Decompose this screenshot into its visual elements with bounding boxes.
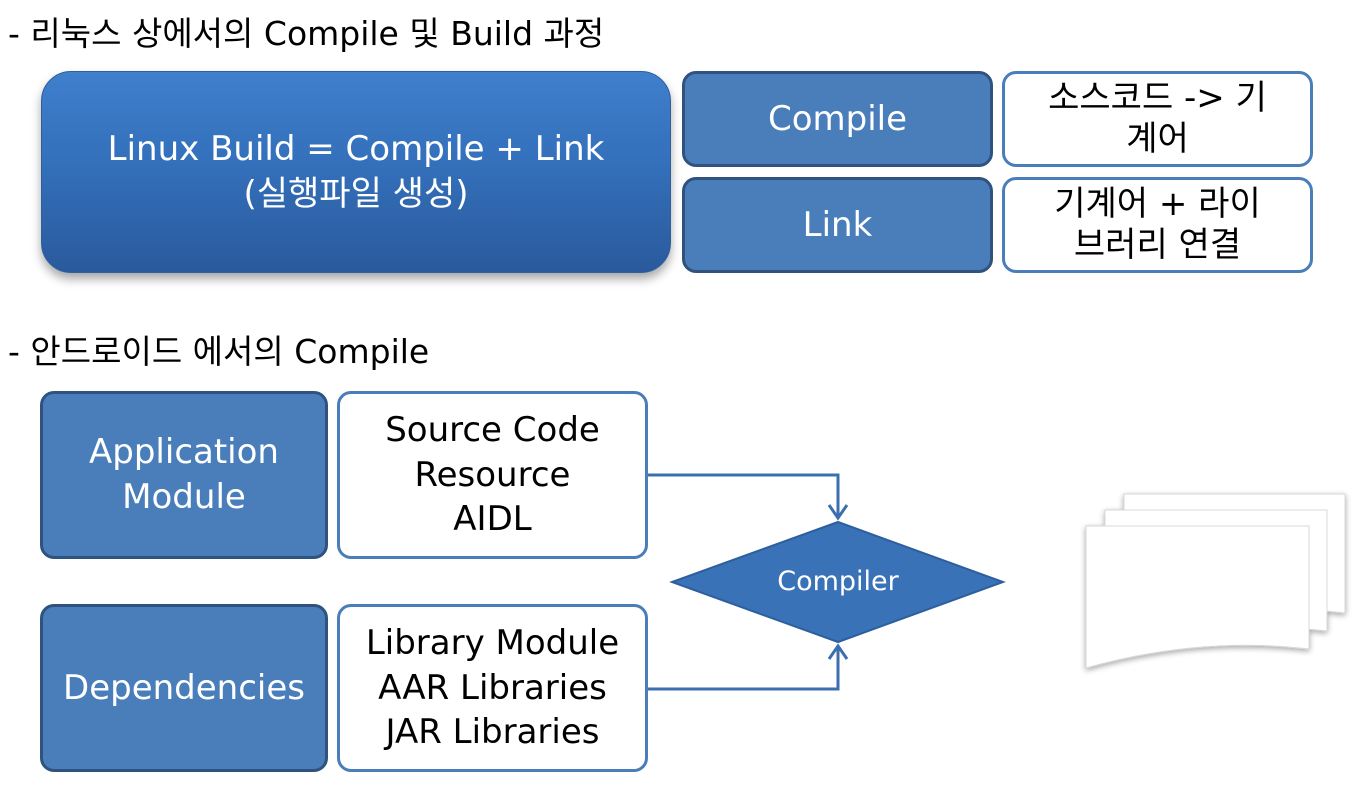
application-module-box: Application Module	[40, 391, 328, 559]
compile-description-line-1: 소스코드 -> 기	[1048, 78, 1267, 119]
linux-section-heading: - 리눅스 상에서의 Compile 및 Build 과정	[8, 14, 605, 53]
link-label: Link	[802, 204, 873, 245]
compile-description-box: 소스코드 -> 기 계어	[1002, 71, 1313, 167]
application-module-line-2: Module	[122, 477, 246, 517]
connector-arrow-top	[648, 473, 849, 521]
application-aidl: AIDL	[453, 499, 532, 540]
application-module-line-1: Application	[89, 432, 279, 473]
jar-libraries: JAR Libraries	[385, 712, 600, 753]
dependencies-label: Dependencies	[63, 667, 305, 708]
compiler-label: Compiler	[777, 566, 899, 597]
link-box: Link	[682, 177, 993, 273]
link-description-line-1: 기계어 + 라이	[1054, 184, 1261, 225]
document-stack-icon	[1085, 493, 1346, 669]
aar-libraries: AAR Libraries	[378, 667, 607, 708]
application-source-code: Source Code	[385, 409, 600, 450]
compile-box: Compile	[682, 71, 993, 167]
linux-build-box: Linux Build = Compile + Link (실행파일 생성)	[41, 71, 671, 273]
linux-build-line-2: (실행파일 생성)	[243, 174, 469, 214]
link-description-box: 기계어 + 라이 브러리 연결	[1002, 177, 1313, 273]
android-section-heading: - 안드로이드 에서의 Compile	[8, 332, 430, 371]
library-module: Library Module	[365, 622, 620, 663]
application-resource: Resource	[414, 454, 571, 495]
compile-label: Compile	[767, 98, 908, 139]
linux-build-line-1: Linux Build = Compile + Link	[107, 129, 605, 170]
dependencies-box: Dependencies	[40, 604, 328, 772]
dependency-sources-box: Library Module AAR Libraries JAR Librari…	[337, 604, 648, 772]
connector-arrow-bottom	[648, 643, 849, 691]
application-sources-box: Source Code Resource AIDL	[337, 391, 648, 559]
compile-description-line-2: 계어	[1126, 119, 1189, 159]
compiler-diamond	[669, 520, 1006, 644]
link-description-line-2: 브러리 연결	[1073, 225, 1242, 265]
